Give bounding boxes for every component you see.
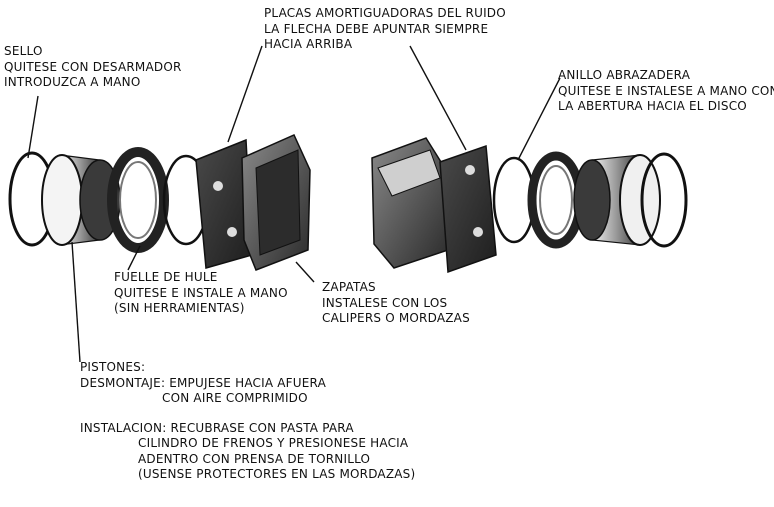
label-anillo: ANILLO ABRAZADERA QUITESE E INSTALESE A … xyxy=(558,68,774,115)
leader-anillo xyxy=(517,77,561,161)
label-placas-line-2: LA FLECHA DEBE APUNTAR SIEMPRE xyxy=(264,21,489,36)
label-instalacion-line-3: ADENTRO CON PRENSA DE TORNILLO xyxy=(138,451,371,466)
leader-pistones xyxy=(71,241,81,363)
label-fuelle-line-3: (SIN HERRAMIENTAS) xyxy=(114,301,245,315)
label-sello-line-3: INTRODUZCA A MANO xyxy=(4,75,141,89)
label-anillo-line-2: QUITESE E INSTALESE A MANO CON xyxy=(558,83,774,98)
label-instalacion-line-2: CILINDRO DE FRENOS Y PRESIONESE HACIA xyxy=(138,436,409,450)
seal-right xyxy=(640,152,688,248)
label-fuelle: FUELLE DE HULE QUITESE E INSTALE A MANO … xyxy=(114,270,288,317)
rubber-boot-right xyxy=(527,151,585,249)
label-placas-line-3: HACIA ARRIBA xyxy=(264,37,353,51)
leader-zapatas xyxy=(295,261,315,283)
label-sello: SELLO QUITESE CON DESARMADOR INTRODUZCA … xyxy=(4,44,182,91)
label-desmontaje-line-1: EMPUJESE HACIA AFUERA xyxy=(169,375,326,390)
label-spacer xyxy=(80,407,415,421)
label-anillo-line-1: ANILLO ABRAZADERA xyxy=(558,68,691,82)
leader-placas-right xyxy=(409,45,467,151)
label-instalacion-heading: INSTALACION: xyxy=(80,420,167,435)
label-placas-line-1: PLACAS AMORTIGUADORAS DEL RUIDO xyxy=(264,6,506,20)
label-zapatas-line-2: INSTALESE CON LOS xyxy=(322,295,448,310)
label-sello-line-2: QUITESE CON DESARMADOR xyxy=(4,59,182,74)
leader-placas xyxy=(227,45,263,143)
label-instalacion-line-1: RECUBRASE CON PASTA PARA xyxy=(170,420,354,435)
brake-pad-right xyxy=(371,137,449,269)
label-fuelle-line-1: FUELLE DE HULE xyxy=(114,270,218,284)
label-anillo-line-3: LA ABERTURA HACIA EL DISCO xyxy=(558,99,747,113)
label-pistones-title: PISTONES: xyxy=(80,360,146,374)
piston-right xyxy=(573,154,661,246)
leader-lines xyxy=(27,45,561,363)
shim-right xyxy=(439,144,497,274)
label-zapatas: ZAPATAS INSTALESE CON LOS CALIPERS O MOR… xyxy=(322,280,470,327)
leader-fuelle xyxy=(127,245,141,271)
label-pistones-desmontaje: DESMONTAJE: EMPUJESE HACIA AFUERA xyxy=(80,376,415,392)
brake-pad-left xyxy=(241,134,311,271)
label-sello-line-1: SELLO xyxy=(4,44,43,58)
leader-sello xyxy=(27,95,39,159)
label-placas: PLACAS AMORTIGUADORAS DEL RUIDO LA FLECH… xyxy=(264,6,506,53)
rubber-boot-left xyxy=(107,147,169,253)
label-desmontaje-heading: DESMONTAJE: xyxy=(80,375,166,390)
label-fuelle-line-2: QUITESE E INSTALE A MANO xyxy=(114,285,288,300)
label-zapatas-line-1: ZAPATAS xyxy=(322,280,376,294)
label-desmontaje-line-2: CON AIRE COMPRIMIDO xyxy=(162,391,308,405)
label-zapatas-line-3: CALIPERS O MORDAZAS xyxy=(322,311,470,325)
label-pistones-instalacion: INSTALACION: RECUBRASE CON PASTA PARA xyxy=(80,421,415,437)
label-instalacion-line-4: (USENSE PROTECTORES EN LAS MORDAZAS) xyxy=(138,467,416,481)
label-pistones: PISTONES: DESMONTAJE: EMPUJESE HACIA AFU… xyxy=(80,360,415,483)
